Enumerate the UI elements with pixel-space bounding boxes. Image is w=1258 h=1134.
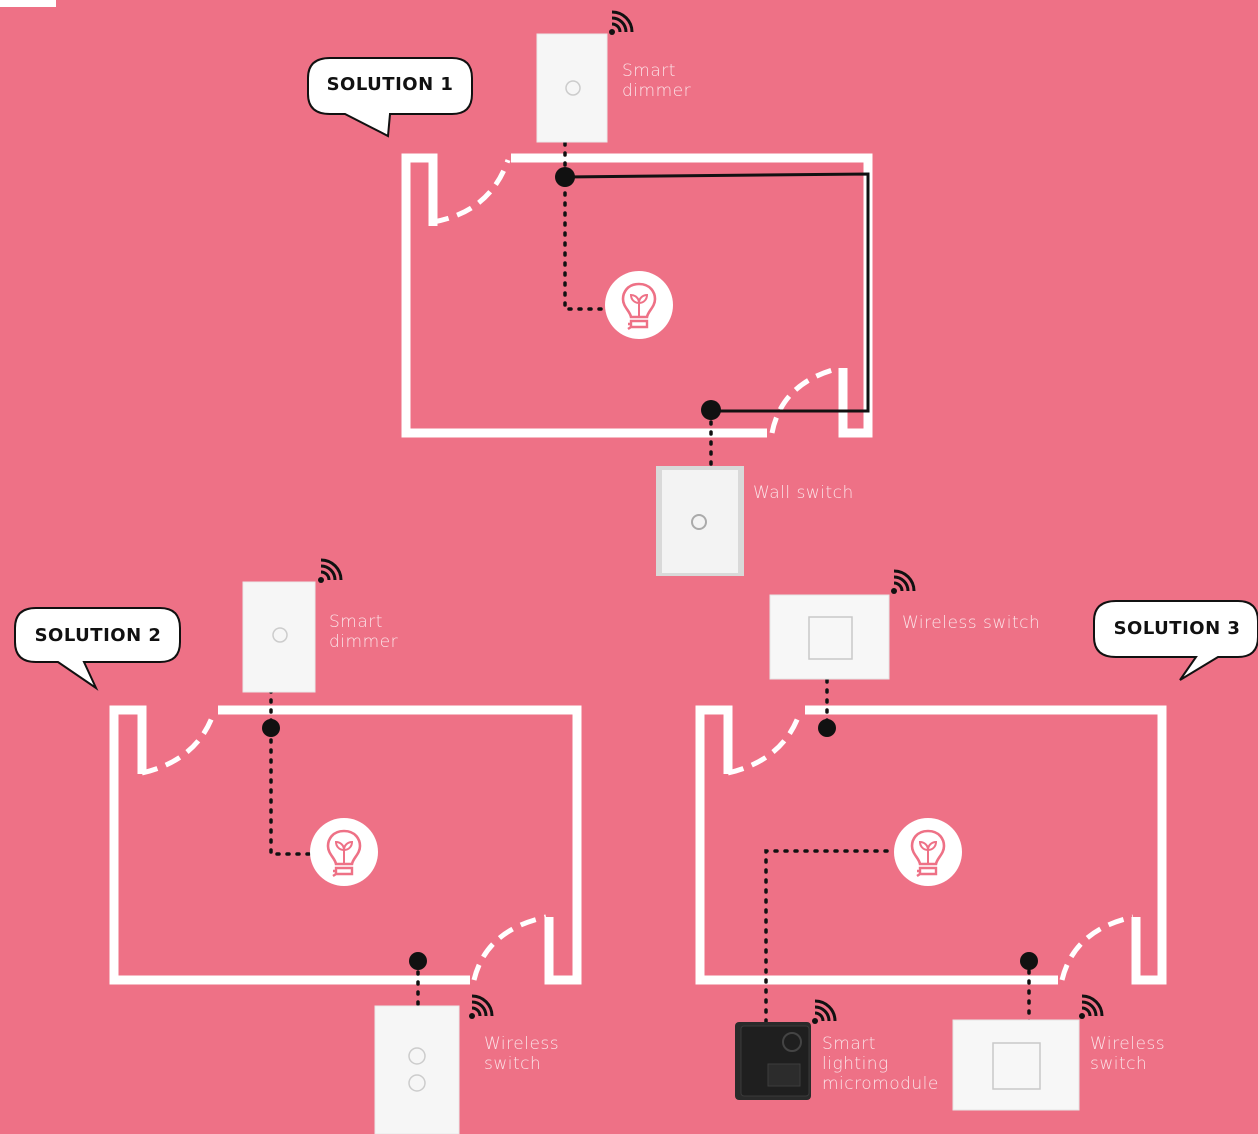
solution-1-junction-bottom (701, 400, 721, 420)
solution-1-bulb-icon (603, 269, 675, 341)
solution-1-junction-top (555, 167, 575, 187)
solution-2-title: SOLUTION 2 (34, 625, 162, 646)
solution-1-title: SOLUTION 1 (326, 74, 454, 95)
solution-3-micromodule (735, 1022, 811, 1100)
solution-2-junction-top (262, 719, 280, 737)
solution-3-door-swings (727, 711, 1134, 981)
solution-3-walls (695, 705, 1167, 985)
solution-3-wireless-switch-bottom (952, 1019, 1080, 1111)
solution-2-junction-bottom (409, 952, 427, 970)
solution-3-title: SOLUTION 3 (1113, 618, 1241, 639)
solution-1-wall-switch (656, 466, 744, 576)
solution-2-wireless-switch-label: Wireless switch (484, 1034, 560, 1074)
solution-1-smart-dimmer (536, 33, 608, 143)
solution-2-bulb-icon (308, 816, 380, 888)
solution-2-group (109, 558, 582, 1134)
solution-1-wall-switch-label: Wall switch (753, 483, 854, 503)
solution-3-wireless-switch-bottom-label: Wireless switch (1090, 1034, 1166, 1074)
solution-3-micromodule-wifi-icon (810, 999, 837, 1026)
speech-bubble-1 (307, 57, 473, 138)
solution-1-door-swings (432, 159, 841, 434)
solution-1-group (401, 10, 873, 576)
solution-3-wireless-switch-top-label: Wireless switch (902, 613, 1041, 633)
solution-3-micromodule-label: Smart lighting micromodule (822, 1034, 939, 1094)
speech-bubble-3 (1093, 600, 1258, 681)
solution-2-smart-dimmer (242, 581, 316, 693)
solution-3-junction-top (818, 719, 836, 737)
solution-1-dimmer-wifi-icon (607, 10, 634, 37)
solution-2-walls (109, 705, 582, 985)
solution-3-junction-bottom (1020, 952, 1038, 970)
solution-3-bottom-switch-wifi-icon (1077, 994, 1104, 1021)
solution-1-wire (564, 172, 870, 413)
solution-2-wireless-switch (374, 1005, 460, 1134)
solution-2-dimmer-wifi-icon (316, 558, 343, 585)
solution-3-top-switch-wifi-icon (889, 569, 916, 596)
solution-2-door-swings (141, 711, 547, 981)
solution-2-switch-wifi-icon (467, 994, 494, 1021)
solution-3-bulb-icon (892, 816, 964, 888)
solution-2-dimmer-label: Smart dimmer (329, 612, 399, 652)
solution-3-group (695, 569, 1167, 1111)
solution-3-wireless-switch-top (769, 594, 890, 680)
speech-bubble-2 (14, 607, 181, 691)
solution-1-dimmer-label: Smart dimmer (622, 61, 692, 101)
corner-mark (0, 0, 56, 7)
